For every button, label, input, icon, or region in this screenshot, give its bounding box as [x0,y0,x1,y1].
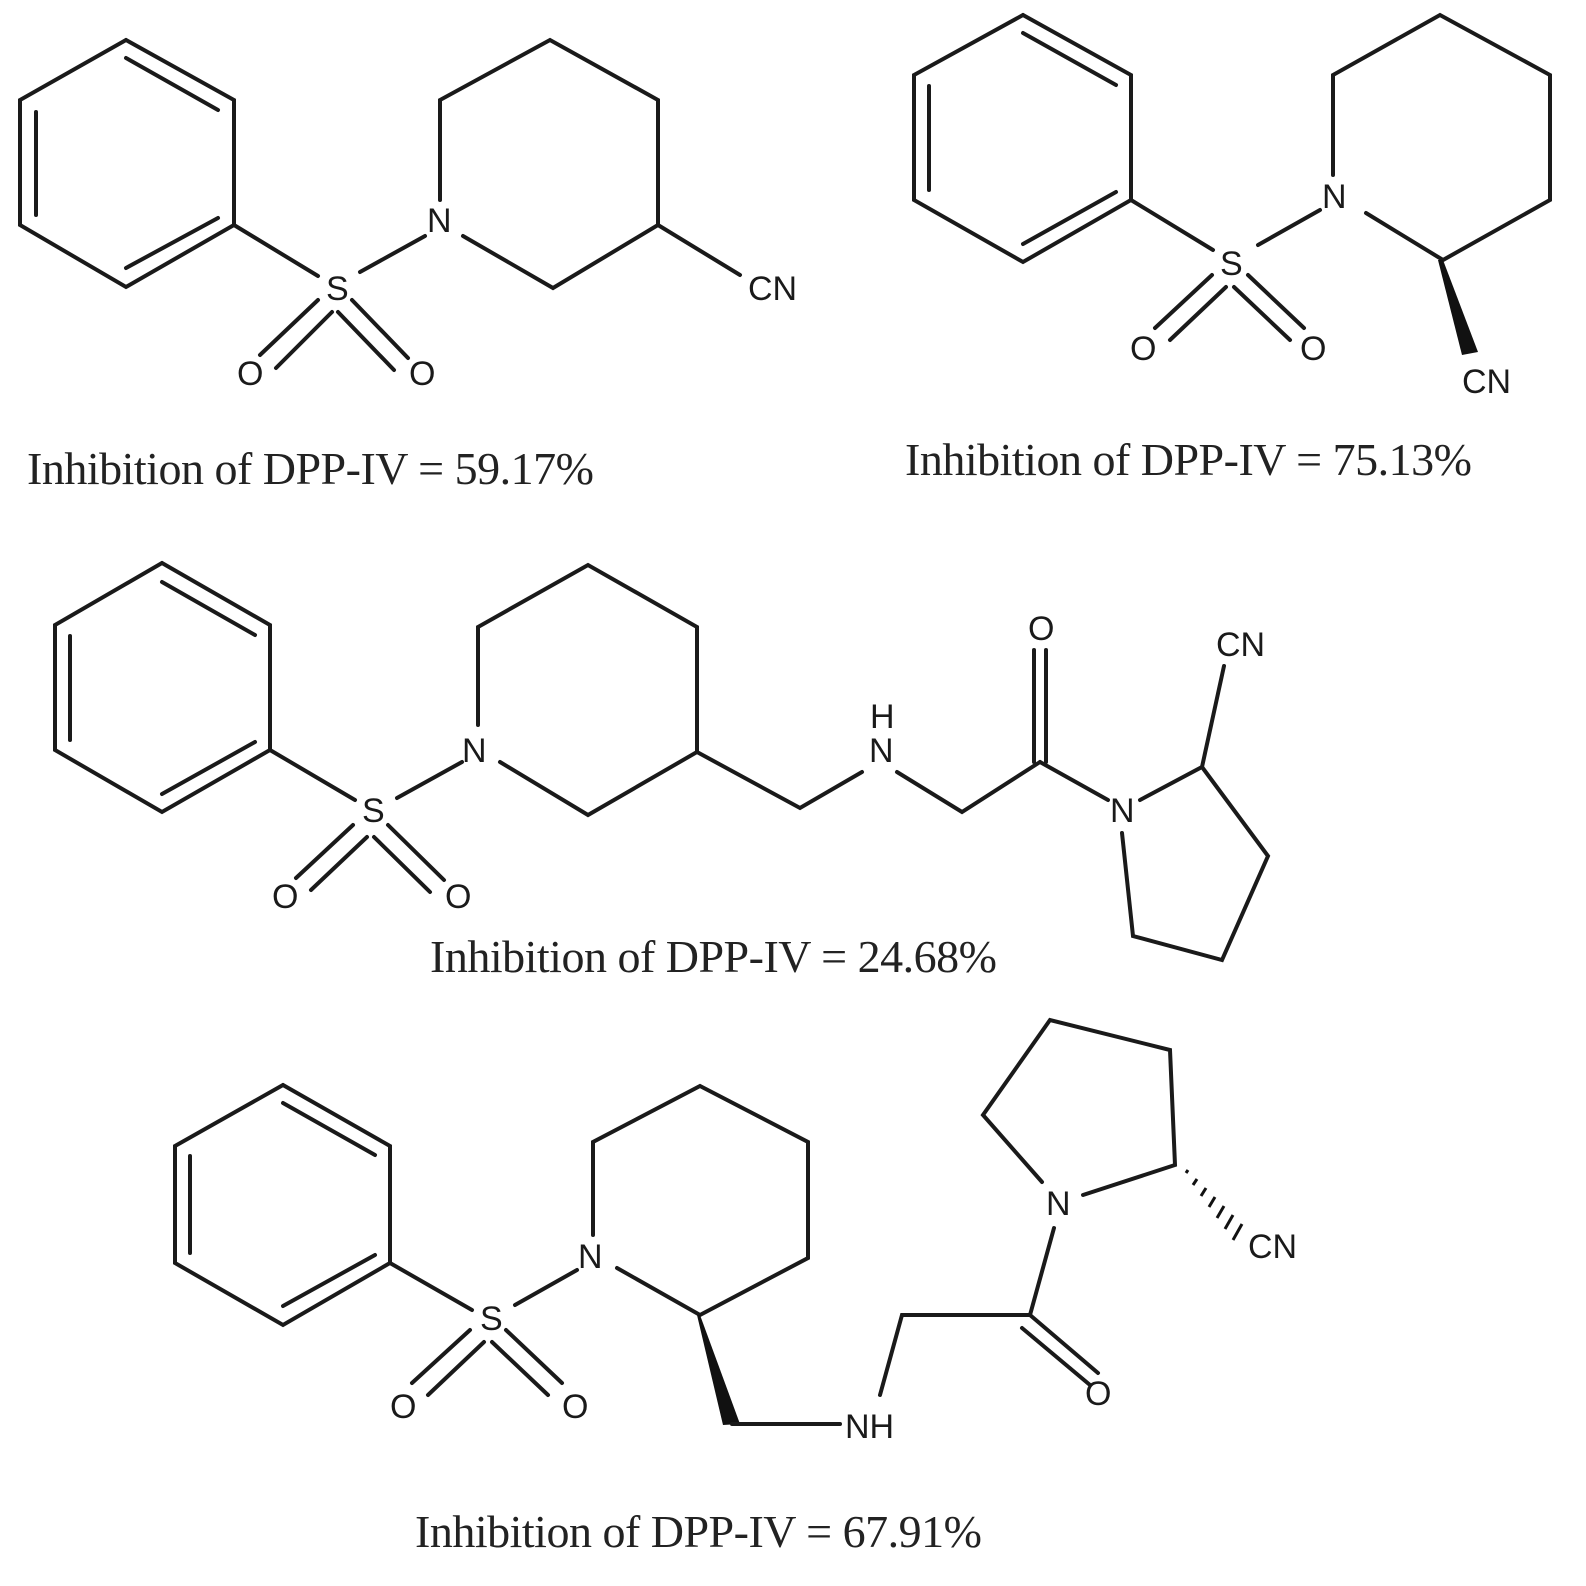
benzene-ring [912,13,1133,265]
compound-2-structure: N S O O CN [912,12,1552,401]
atom-O: O [409,355,435,393]
benzene-ring [18,38,236,290]
benzene-ring [173,1083,392,1328]
compound-2-caption: Inhibition of DPP-IV = 75.13% [905,434,1472,485]
compound-4-structure: N S O O NH O N CN [173,1017,1297,1446]
atom-O: O [445,878,471,916]
hashed-bond [1184,1169,1244,1241]
atom-CN: CN [748,270,797,308]
atom-O: O [272,878,298,916]
atom-N: N [869,732,894,770]
atom-O: O [1300,330,1326,368]
atom-S: S [326,270,349,308]
atom-S: S [1220,245,1243,283]
wedge-bond [1438,260,1478,355]
atom-O: O [1085,1375,1111,1413]
compound-3-caption: Inhibition of DPP-IV = 24.68% [430,931,997,982]
compound-1-structure: N S O O CN [18,37,797,393]
atom-N: N [1046,1185,1071,1223]
atom-N: N [1110,792,1135,830]
atom-O: O [1130,330,1156,368]
atom-S: S [480,1300,503,1338]
atom-CN: CN [1248,1228,1297,1266]
atom-N: N [578,1238,603,1276]
atom-CN: CN [1216,626,1265,664]
atom-H: H [870,698,895,736]
atom-N: N [427,202,452,240]
benzene-ring [53,561,272,815]
atom-CN: CN [1462,363,1511,401]
wedge-bond [697,1315,740,1425]
atom-O: O [237,355,263,393]
compound-3-structure: N S O O H N O N CN [53,561,1271,963]
atom-N: N [1322,178,1347,216]
atom-O: O [1028,610,1054,648]
atom-O: O [390,1388,416,1426]
compound-4-caption: Inhibition of DPP-IV = 67.91% [415,1506,982,1557]
atom-NH: NH [845,1408,894,1446]
compound-1-caption: Inhibition of DPP-IV = 59.17% [27,443,594,494]
atom-O: O [562,1388,588,1426]
atom-N: N [462,732,487,770]
atom-S: S [362,792,385,830]
